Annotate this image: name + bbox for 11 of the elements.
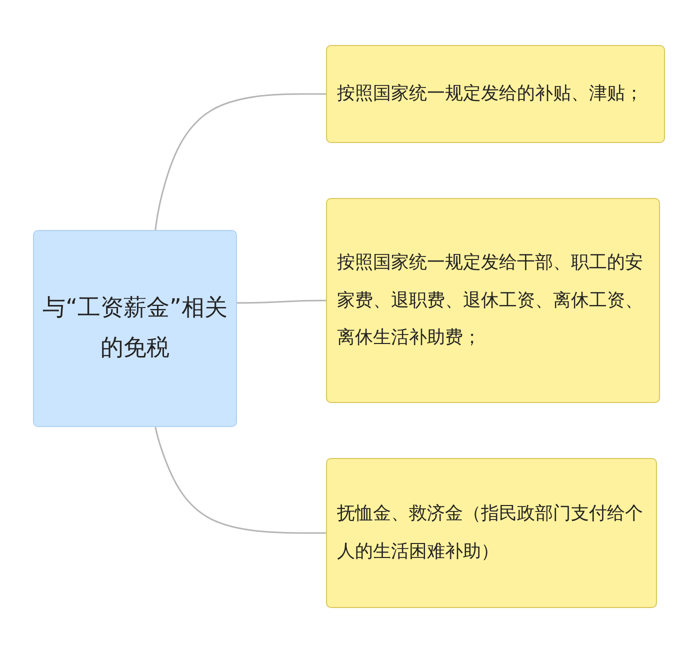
- node-text: 按照国家统一规定发给干部、职工的安家费、退职费、退休工资、离休工资、离休生活补助费；: [337, 250, 644, 350]
- subtopic-box: [326, 198, 660, 403]
- subtopic-box: [326, 458, 657, 608]
- connector-line: [154, 426, 326, 534]
- connector-line: [154, 93, 326, 230]
- connector-line: [237, 300, 326, 304]
- topic-box: [33, 230, 237, 427]
- node-text: 与“工资薪金”相关的免税: [42, 294, 228, 362]
- node-text: 抚恤金、救济金（指民政部门支付给个人的生活困难补助）: [337, 502, 644, 564]
- node-text: 按照国家统一规定发给的补贴、津贴；: [337, 82, 643, 106]
- subtopic-box: [326, 45, 665, 143]
